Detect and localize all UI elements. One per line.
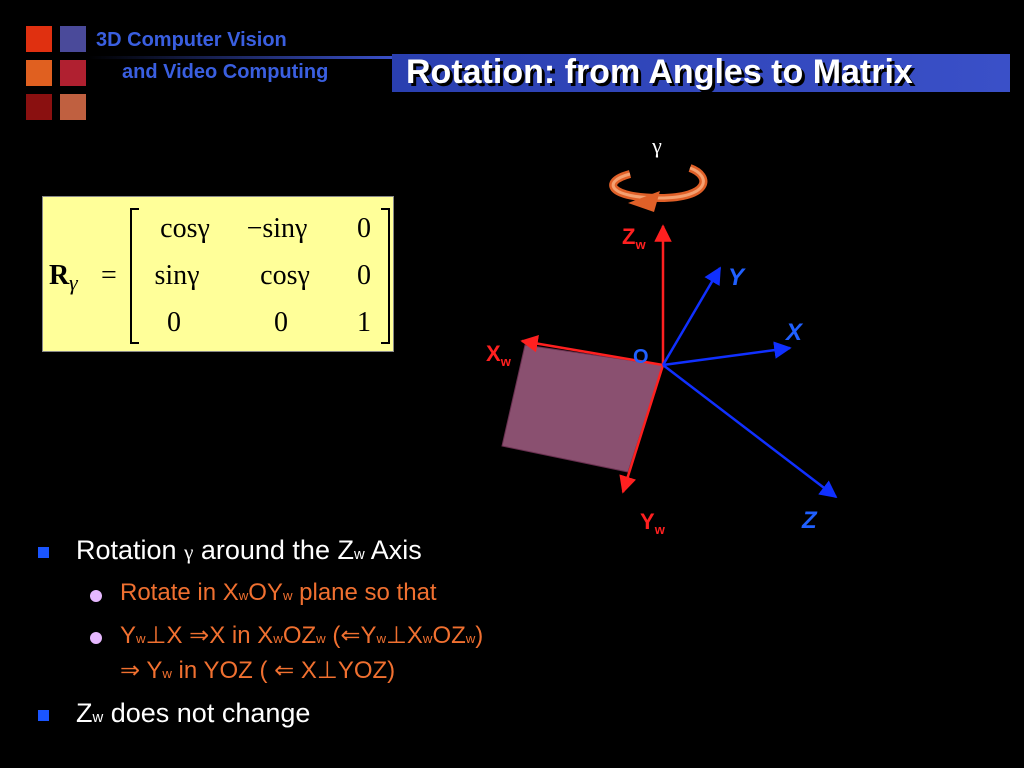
- matrix-cell: sinγ: [154, 260, 199, 291]
- title-bar: [392, 54, 1010, 92]
- z-axis: [662, 364, 838, 499]
- xw-label: Xw: [486, 341, 512, 369]
- sub-bullet-rotate-plane: Rotate in XwOYw plane so that: [120, 579, 437, 606]
- matrix-lhs-r: R: [49, 260, 70, 291]
- z-label: Z: [801, 507, 818, 534]
- yw-axis: [619, 364, 665, 494]
- matrix-cell: 0: [167, 307, 181, 338]
- bullet-dot-icon: [90, 590, 102, 602]
- matrix-left-bracket: [130, 208, 139, 344]
- matrix-cell: 0: [357, 260, 371, 291]
- bullet-square-icon: [38, 547, 49, 558]
- matrix-equals: =: [101, 260, 117, 291]
- y-axis: [661, 266, 722, 366]
- y-label: Y: [728, 264, 746, 291]
- matrix-figure: R γ = cosγ −sinγ 0 sinγ cosγ 0 0 0 1: [49, 208, 390, 344]
- logo-square: [60, 26, 86, 52]
- axes-diagram: γ Zw Xw Yw O Y X Z: [486, 133, 838, 537]
- logo-square: [26, 60, 52, 86]
- x-label: X: [784, 319, 804, 346]
- logo-square: [26, 94, 52, 120]
- bullet-zw-unchanged: Zw does not change: [76, 698, 311, 728]
- title-underline: [88, 56, 392, 59]
- bullet-rotation: Rotation γ around the Zw Axis: [76, 535, 422, 565]
- zw-label: Zw: [622, 224, 646, 252]
- logo-square: [26, 26, 52, 52]
- sub-bullet-implication: ⇒ Yw in YOZ ( ⇐ X⊥YOZ): [120, 657, 396, 684]
- x-axis: [662, 341, 792, 367]
- matrix-cell: 0: [274, 307, 288, 338]
- matrix-lhs-subscript: γ: [69, 270, 79, 295]
- gamma-label: γ: [651, 133, 662, 158]
- course-name-line2: and Video Computing: [122, 61, 329, 83]
- xw-axis: [520, 335, 664, 367]
- matrix-cell: 0: [357, 213, 371, 244]
- logo-square: [60, 60, 86, 86]
- page-title: Rotation: from Angles to Matrix: [406, 53, 913, 91]
- logo-square: [60, 94, 86, 120]
- sub-bullet-perpendicular: Yw⊥X ⇒X in XwOZw (⇐Yw⊥XwOZw): [120, 622, 484, 649]
- matrix-right-bracket: [381, 208, 390, 344]
- origin-label: O: [633, 346, 649, 368]
- course-name-line1: 3D Computer Vision: [96, 29, 287, 51]
- rotation-matrix: R γ = cosγ −sinγ 0 sinγ cosγ 0 0 0 1: [42, 196, 394, 352]
- matrix-cell: 1: [357, 307, 371, 338]
- matrix-cell: −sinγ: [247, 213, 308, 244]
- matrix-cell: cosγ: [260, 260, 310, 291]
- matrix-cell: cosγ: [160, 213, 210, 244]
- rotation-arrowhead-icon: [628, 191, 660, 212]
- bullet-square-icon: [38, 710, 49, 721]
- bullet-dot-icon: [90, 632, 102, 644]
- yw-label: Yw: [640, 509, 666, 537]
